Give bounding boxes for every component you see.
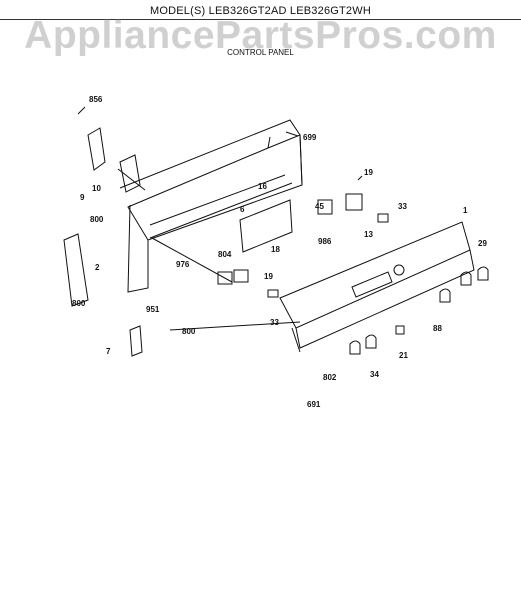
diagram-drawing: [63, 106, 489, 357]
section-title: CONTROL PANEL: [227, 48, 294, 57]
callout: 9: [80, 193, 85, 202]
callout: 10: [92, 184, 101, 193]
callout: 800: [72, 299, 86, 308]
callout: 34: [370, 370, 379, 379]
callout: 986: [318, 237, 332, 246]
site-watermark: AppliancePartsPros.com: [24, 14, 497, 57]
callout: 33: [270, 318, 279, 327]
callout: 802: [323, 373, 337, 382]
callout: 856: [89, 95, 103, 104]
callout: 800: [182, 327, 196, 336]
callout: 951: [146, 305, 160, 314]
model-title: MODEL(S) LEB326GT2AD LEB326GT2WH: [150, 5, 371, 17]
callout: 976: [176, 260, 190, 269]
callout: 88: [433, 324, 442, 333]
callout: 699: [303, 133, 317, 142]
callout: 6: [240, 205, 245, 214]
header-rule: [0, 19, 521, 20]
callout: 18: [271, 245, 280, 254]
callout: 29: [478, 239, 487, 248]
callout: 19: [264, 272, 273, 281]
callout: 2: [95, 263, 100, 272]
callout: 19: [364, 168, 373, 177]
callout: 800: [90, 215, 104, 224]
callout-labels: 856 699 19 16 45 33 1 29 9 10 6 800 2 97…: [72, 95, 487, 409]
callout: 7: [106, 347, 111, 356]
callout: 1: [463, 206, 468, 215]
callout: 16: [258, 182, 267, 191]
callout: 33: [398, 202, 407, 211]
callout: 13: [364, 230, 373, 239]
callout: 691: [307, 400, 321, 409]
callout: 804: [218, 250, 232, 259]
callout: 45: [315, 202, 324, 211]
callout: 21: [399, 351, 408, 360]
